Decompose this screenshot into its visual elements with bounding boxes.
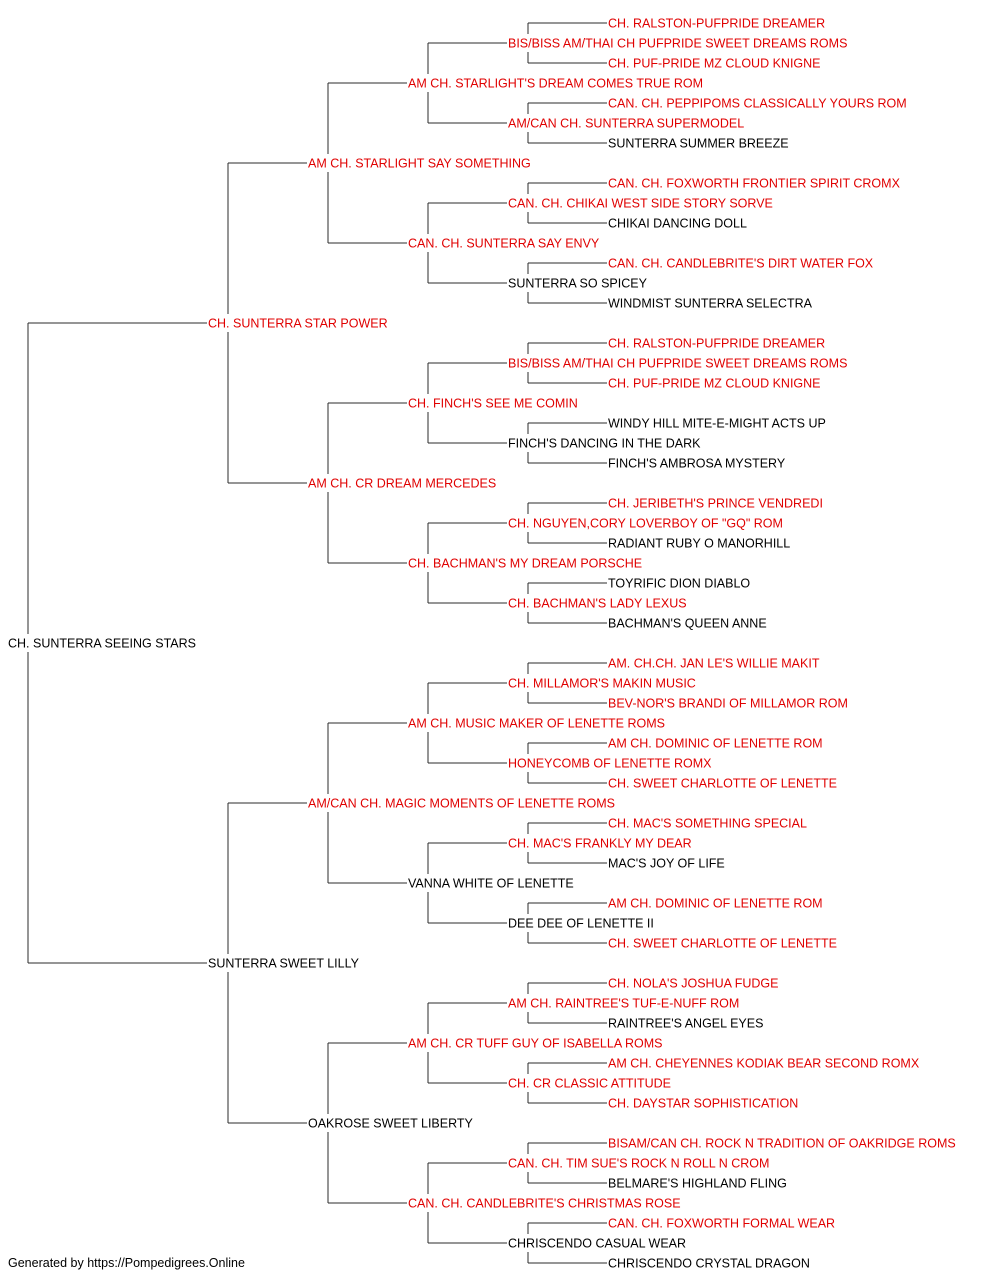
dog-name-gen5-dam-sire-dam-dam-sire: AM CH. DOMINIC OF LENETTE ROM bbox=[608, 897, 823, 911]
dog-name-gen2-dam-dam: OAKROSE SWEET LIBERTY bbox=[308, 1117, 474, 1131]
footer-credit: Generated by https://Pompedigrees.Online bbox=[8, 1256, 245, 1270]
dog-name-gen5-sire-dam-sire-dam-sire: WINDY HILL MITE-E-MIGHT ACTS UP bbox=[608, 417, 826, 431]
dog-name-gen3-sire-dam-sire: CH. FINCH'S SEE ME COMIN bbox=[408, 397, 578, 411]
dog-name-gen5-sire-dam-dam-dam-sire: TOYRIFIC DION DIABLO bbox=[608, 577, 750, 591]
dog-name-gen4-sire-dam-dam-sire: CH. NGUYEN,CORY LOVERBOY OF "GQ" ROM bbox=[508, 517, 783, 531]
dog-name-gen5-dam-sire-sire-sire-dam: BEV-NOR'S BRANDI OF MILLAMOR ROM bbox=[608, 697, 848, 711]
dog-name-gen5-dam-sire-dam-dam-dam: CH. SWEET CHARLOTTE OF LENETTE bbox=[608, 937, 837, 951]
dog-name-gen1-sire: CH. SUNTERRA STAR POWER bbox=[208, 317, 388, 331]
dog-name-gen0-root: CH. SUNTERRA SEEING STARS bbox=[8, 637, 196, 651]
dog-name-gen4-dam-dam-sire-sire: AM CH. RAINTREE'S TUF-E-NUFF ROM bbox=[508, 997, 739, 1011]
dog-name-gen2-sire-dam: AM CH. CR DREAM MERCEDES bbox=[308, 477, 496, 491]
dog-name-gen5-sire-sire-sire-sire-dam: CH. PUF-PRIDE MZ CLOUD KNIGNE bbox=[608, 57, 821, 71]
dog-name-gen5-dam-dam-sire-sire-sire: CH. NOLA'S JOSHUA FUDGE bbox=[608, 977, 778, 991]
dog-name-gen5-sire-dam-dam-sire-dam: RADIANT RUBY O MANORHILL bbox=[608, 537, 790, 551]
dog-name-gen4-sire-sire-dam-dam: SUNTERRA SO SPICEY bbox=[508, 277, 648, 291]
dog-name-gen5-dam-dam-sire-dam-dam: CH. DAYSTAR SOPHISTICATION bbox=[608, 1097, 798, 1111]
dog-name-gen4-dam-sire-sire-dam: HONEYCOMB OF LENETTE ROMX bbox=[508, 757, 712, 771]
dog-name-gen4-sire-dam-sire-dam: FINCH'S DANCING IN THE DARK bbox=[508, 437, 701, 451]
dog-name-gen5-dam-sire-dam-sire-dam: MAC'S JOY OF LIFE bbox=[608, 857, 725, 871]
dog-name-gen4-dam-sire-dam-sire: CH. MAC'S FRANKLY MY DEAR bbox=[508, 837, 692, 851]
dog-name-gen5-sire-dam-sire-sire-sire: CH. RALSTON-PUFPRIDE DREAMER bbox=[608, 337, 825, 351]
dog-name-gen5-sire-sire-dam-sire-sire: CAN. CH. FOXWORTH FRONTIER SPIRIT CROMX bbox=[608, 177, 901, 191]
dog-name-gen5-dam-dam-dam-sire-sire: BISAM/CAN CH. ROCK N TRADITION OF OAKRID… bbox=[608, 1137, 956, 1151]
dog-name-gen4-dam-dam-dam-sire: CAN. CH. TIM SUE'S ROCK N ROLL N CROM bbox=[508, 1157, 769, 1171]
dog-name-gen5-sire-sire-sire-dam-dam: SUNTERRA SUMMER BREEZE bbox=[608, 137, 789, 151]
dog-name-gen5-sire-sire-sire-dam-sire: CAN. CH. PEPPIPOMS CLASSICALLY YOURS ROM bbox=[608, 97, 907, 111]
dog-name-gen5-sire-dam-dam-sire-sire: CH. JERIBETH'S PRINCE VENDREDI bbox=[608, 497, 823, 511]
dog-name-gen5-sire-sire-dam-dam-dam: WINDMIST SUNTERRA SELECTRA bbox=[608, 297, 813, 311]
dog-name-gen5-dam-dam-dam-dam-sire: CAN. CH. FOXWORTH FORMAL WEAR bbox=[608, 1217, 835, 1231]
dog-name-gen5-dam-dam-dam-dam-dam: CHRISCENDO CRYSTAL DRAGON bbox=[608, 1257, 810, 1271]
dog-name-gen4-sire-dam-sire-sire: BIS/BISS AM/THAI CH PUFPRIDE SWEET DREAM… bbox=[508, 357, 847, 371]
dog-name-gen5-dam-sire-sire-dam-dam: CH. SWEET CHARLOTTE OF LENETTE bbox=[608, 777, 837, 791]
dog-name-gen5-dam-sire-sire-sire-sire: AM. CH.CH. JAN LE'S WILLIE MAKIT bbox=[608, 657, 820, 671]
dog-name-gen4-sire-sire-dam-sire: CAN. CH. CHIKAI WEST SIDE STORY SORVE bbox=[508, 197, 773, 211]
dog-name-gen3-sire-sire-sire: AM CH. STARLIGHT'S DREAM COMES TRUE ROM bbox=[408, 77, 703, 91]
dog-name-gen5-sire-dam-sire-dam-dam: FINCH'S AMBROSA MYSTERY bbox=[608, 457, 786, 471]
dog-name-gen3-sire-dam-dam: CH. BACHMAN'S MY DREAM PORSCHE bbox=[408, 557, 642, 571]
dog-name-gen5-dam-dam-sire-dam-sire: AM CH. CHEYENNES KODIAK BEAR SECOND ROMX bbox=[608, 1057, 920, 1071]
dog-name-gen5-dam-sire-sire-dam-sire: AM CH. DOMINIC OF LENETTE ROM bbox=[608, 737, 823, 751]
dog-name-gen5-dam-sire-dam-sire-sire: CH. MAC'S SOMETHING SPECIAL bbox=[608, 817, 807, 831]
dog-name-gen5-dam-dam-sire-sire-dam: RAINTREE'S ANGEL EYES bbox=[608, 1017, 763, 1031]
dog-name-gen5-sire-dam-sire-sire-dam: CH. PUF-PRIDE MZ CLOUD KNIGNE bbox=[608, 377, 821, 391]
dog-name-gen4-dam-dam-sire-dam: CH. CR CLASSIC ATTITUDE bbox=[508, 1077, 671, 1091]
dog-name-gen5-sire-sire-dam-dam-sire: CAN. CH. CANDLEBRITE'S DIRT WATER FOX bbox=[608, 257, 874, 271]
dog-name-gen3-sire-sire-dam: CAN. CH. SUNTERRA SAY ENVY bbox=[408, 237, 600, 251]
dog-name-gen4-dam-sire-sire-sire: CH. MILLAMOR'S MAKIN MUSIC bbox=[508, 677, 696, 691]
dog-name-gen3-dam-dam-sire: AM CH. CR TUFF GUY OF ISABELLA ROMS bbox=[408, 1037, 662, 1051]
dog-name-gen2-sire-sire: AM CH. STARLIGHT SAY SOMETHING bbox=[308, 157, 531, 171]
dog-name-gen4-dam-sire-dam-dam: DEE DEE OF LENETTE II bbox=[508, 917, 654, 931]
dog-name-gen4-dam-dam-dam-dam: CHRISCENDO CASUAL WEAR bbox=[508, 1237, 686, 1251]
dog-name-gen4-sire-dam-dam-dam: CH. BACHMAN'S LADY LEXUS bbox=[508, 597, 687, 611]
dog-name-gen3-dam-dam-dam: CAN. CH. CANDLEBRITE'S CHRISTMAS ROSE bbox=[408, 1197, 681, 1211]
dog-name-gen5-sire-dam-dam-dam-dam: BACHMAN'S QUEEN ANNE bbox=[608, 617, 767, 631]
dog-name-gen5-sire-sire-sire-sire-sire: CH. RALSTON-PUFPRIDE DREAMER bbox=[608, 17, 825, 31]
dog-name-gen5-sire-sire-dam-sire-dam: CHIKAI DANCING DOLL bbox=[608, 217, 747, 231]
dog-name-gen3-dam-sire-sire: AM CH. MUSIC MAKER OF LENETTE ROMS bbox=[408, 717, 665, 731]
dog-name-gen2-dam-sire: AM/CAN CH. MAGIC MOMENTS OF LENETTE ROMS bbox=[308, 797, 615, 811]
dog-name-gen3-dam-sire-dam: VANNA WHITE OF LENETTE bbox=[408, 877, 574, 891]
dog-name-gen4-sire-sire-sire-dam: AM/CAN CH. SUNTERRA SUPERMODEL bbox=[508, 117, 744, 131]
dog-name-gen1-dam: SUNTERRA SWEET LILLY bbox=[208, 957, 360, 971]
dog-name-gen4-sire-sire-sire-sire: BIS/BISS AM/THAI CH PUFPRIDE SWEET DREAM… bbox=[508, 37, 847, 51]
dog-name-gen5-dam-dam-dam-sire-dam: BELMARE'S HIGHLAND FLING bbox=[608, 1177, 787, 1191]
